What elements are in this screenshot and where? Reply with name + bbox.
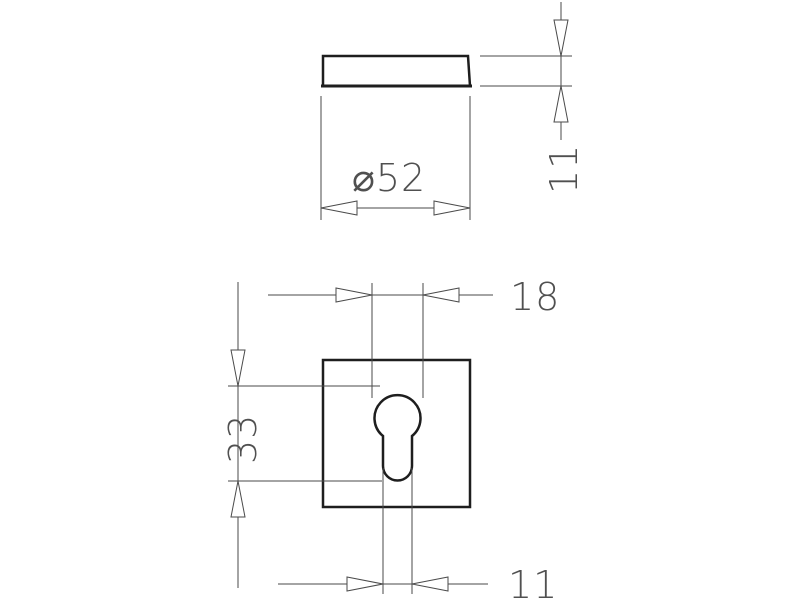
arrow-right bbox=[411, 576, 449, 592]
keyhole-width-dimension: 18 bbox=[268, 275, 560, 398]
square-rosette bbox=[321, 358, 472, 509]
arrow-left bbox=[346, 576, 384, 592]
side-view: ⌀52 11 bbox=[320, 2, 586, 220]
front-view: 18 33 11 bbox=[221, 275, 560, 600]
keyhole-width-label: 18 bbox=[510, 275, 560, 319]
slot-width-label: 11 bbox=[508, 563, 558, 600]
rosette-profile bbox=[321, 54, 472, 88]
keyhole-cutout bbox=[373, 393, 422, 482]
arrow-bottom bbox=[553, 85, 569, 123]
diameter-dimension: ⌀52 bbox=[320, 96, 471, 220]
arrow-top bbox=[553, 19, 569, 57]
arrow-top bbox=[230, 349, 246, 387]
arrow-left bbox=[320, 200, 358, 216]
thickness-dimension: 11 bbox=[480, 2, 586, 194]
slot-width-dimension: 11 bbox=[278, 468, 558, 600]
arrow-left bbox=[335, 287, 373, 303]
arrow-bottom bbox=[230, 480, 246, 518]
arrow-right bbox=[422, 287, 460, 303]
height-dimension: 33 bbox=[221, 282, 382, 588]
thickness-label: 11 bbox=[542, 144, 586, 194]
height-label: 33 bbox=[221, 414, 265, 464]
diameter-label: ⌀52 bbox=[352, 156, 426, 200]
arrow-right bbox=[433, 200, 471, 216]
